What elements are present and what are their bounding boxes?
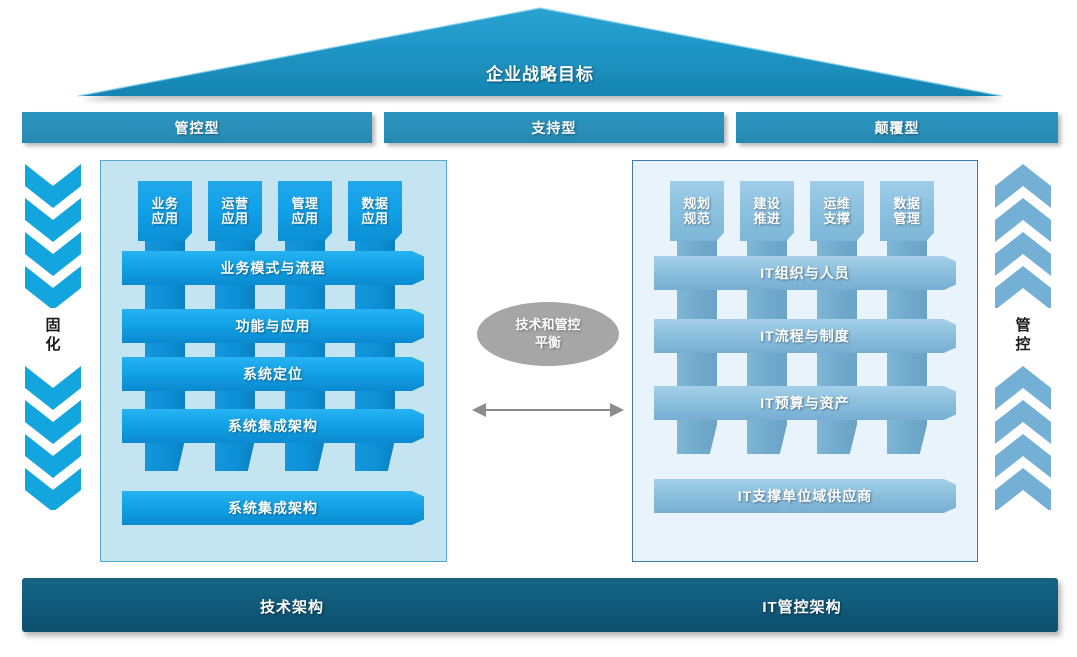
roof-triangle-icon xyxy=(78,7,1002,97)
pillar-line2: 应用 xyxy=(151,211,179,226)
pillar-line1: 运营 xyxy=(221,195,249,211)
pillar-line2: 管理 xyxy=(893,211,921,226)
type-bar-disruptive[interactable]: 颠覆型 xyxy=(736,112,1058,143)
base-label-technology-architecture: 技术架构 xyxy=(259,599,324,616)
right-rail-label: 管 控 xyxy=(1015,308,1030,362)
base-label-it-governance-architecture: IT管控架构 xyxy=(762,599,842,616)
pillar-planning-standard[interactable]: 规划 规范 xyxy=(670,181,724,241)
layer-it-organization-personnel[interactable]: IT组织与人员 xyxy=(654,256,956,290)
pillar-data-management[interactable]: 数据 管理 xyxy=(880,181,934,241)
roof-label: 企业战略目标 xyxy=(486,65,594,84)
balance-ellipse: 技术和管控 平衡 xyxy=(477,302,619,366)
pillar-line1: 管理 xyxy=(291,195,319,211)
right-rail-label-line2: 控 xyxy=(1015,336,1031,354)
pillar-line2: 应用 xyxy=(221,211,249,226)
pillar-line1: 运维 xyxy=(823,195,851,211)
balance-line1: 技术和管控 xyxy=(515,317,581,333)
left-rail-label-line1: 固 xyxy=(45,317,61,334)
technology-architecture-panel: 业务 应用 运营 应用 管理 应用 数据 应用 业务模式与流程 功能与应用 系统… xyxy=(100,160,447,562)
pillar-management-application[interactable]: 管理 应用 xyxy=(278,181,332,241)
layer-system-positioning[interactable]: 系统定位 xyxy=(122,357,424,391)
pillar-data-application[interactable]: 数据 应用 xyxy=(348,181,402,241)
chevron-up-icon xyxy=(995,366,1051,511)
layer-business-model-process[interactable]: 业务模式与流程 xyxy=(122,251,424,285)
pillar-line2: 推进 xyxy=(753,211,781,226)
pillar-operation-application[interactable]: 运营 应用 xyxy=(208,181,262,241)
it-governance-architecture-panel: 规划 规范 建设 推进 运维 支撑 数据 管理 IT组织与人员 IT流程与制度 … xyxy=(632,160,978,562)
pillar-line1: 规划 xyxy=(683,195,711,211)
layer-it-process-system[interactable]: IT流程与制度 xyxy=(654,319,956,353)
pillar-line1: 数据 xyxy=(361,195,389,211)
double-headed-arrow-icon xyxy=(470,398,626,422)
right-rail: 管 控 xyxy=(992,160,1054,560)
pillar-line1: 数据 xyxy=(893,195,921,211)
layer-system-integration-architecture[interactable]: 系统集成架构 xyxy=(122,409,424,443)
type-bar-control[interactable]: 管控型 xyxy=(22,112,372,143)
roof-shape: 企业战略目标 xyxy=(78,4,1002,104)
pillar-business-application[interactable]: 业务 应用 xyxy=(138,181,192,241)
chevron-down-icon xyxy=(25,366,81,511)
left-rail-label: 固 化 xyxy=(45,308,60,362)
pillar-line2: 应用 xyxy=(291,211,319,226)
pillar-line1: 建设 xyxy=(753,195,781,211)
chevron-down-icon xyxy=(25,164,81,308)
balance-line2: 平衡 xyxy=(534,335,561,350)
chevron-up-icon xyxy=(995,164,1051,308)
right-rail-label-line1: 管 xyxy=(1015,317,1031,334)
pillar-construction-promotion[interactable]: 建设 推进 xyxy=(740,181,794,241)
type-bar-support[interactable]: 支持型 xyxy=(384,112,724,143)
left-rail: 固 化 xyxy=(22,160,84,560)
right-footer-bar[interactable]: IT支撑单位域供应商 xyxy=(654,479,956,513)
pillar-line2: 规范 xyxy=(683,211,711,226)
pillar-line2: 支撑 xyxy=(823,211,851,226)
pillar-line1: 业务 xyxy=(151,195,179,211)
base-bar: 技术架构 IT管控架构 xyxy=(22,578,1058,632)
left-rail-label-line2: 化 xyxy=(45,336,61,354)
layer-it-budget-asset[interactable]: IT预算与资产 xyxy=(654,386,956,420)
layer-function-application[interactable]: 功能与应用 xyxy=(122,309,424,343)
pillar-line2: 应用 xyxy=(361,211,389,226)
left-footer-bar[interactable]: 系统集成架构 xyxy=(122,491,424,525)
pillar-operation-support[interactable]: 运维 支撑 xyxy=(810,181,864,241)
